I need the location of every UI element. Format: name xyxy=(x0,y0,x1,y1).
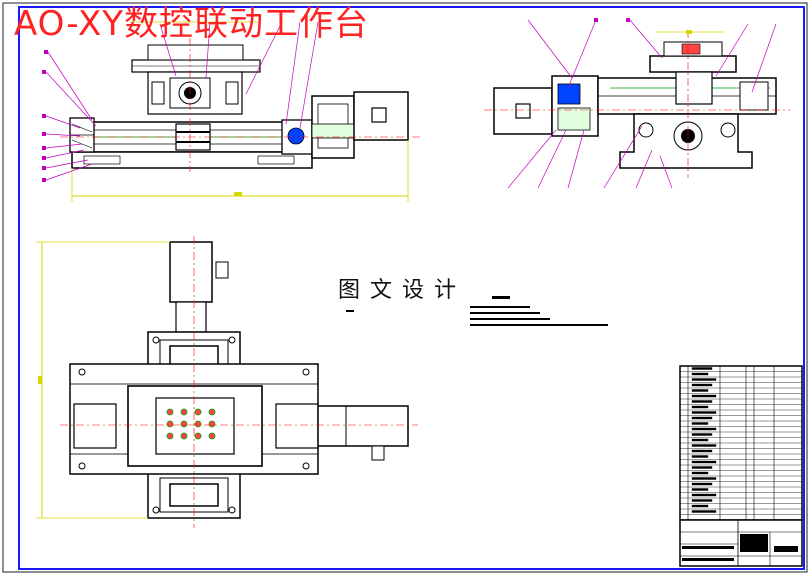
bom-cell-text xyxy=(691,400,713,403)
bom-cell-text xyxy=(691,416,713,420)
bom-cell-text xyxy=(691,405,709,409)
bom-cell-text xyxy=(691,488,709,491)
front-section-view xyxy=(42,21,420,202)
bom-cell-text xyxy=(691,389,709,392)
bom-cell-text xyxy=(691,367,713,370)
title-block xyxy=(679,519,803,567)
mounting-hole-grid xyxy=(166,408,216,440)
bom-cell-text xyxy=(691,482,713,486)
bom-cell-text xyxy=(691,444,717,447)
bom-cell-text xyxy=(691,449,713,453)
bom-cell-text xyxy=(691,422,709,425)
bom-cell-text xyxy=(691,394,717,398)
bom-cell-text xyxy=(691,427,717,431)
plan-view xyxy=(36,236,418,528)
bom-cell-text xyxy=(691,455,709,458)
technical-notes xyxy=(346,296,608,326)
side-section-view xyxy=(484,18,790,189)
bom-cell-text xyxy=(691,433,713,436)
bom-cell-text xyxy=(691,466,713,469)
bom-cell-text xyxy=(691,477,717,480)
parts-list-table xyxy=(679,365,803,521)
drawing-title: AO-XY数控联动工作台 xyxy=(14,4,370,44)
design-label: 图文设计 xyxy=(338,278,467,303)
bom-cell-text xyxy=(691,383,713,387)
bom-cell-text xyxy=(691,510,717,513)
bom-cell-text xyxy=(691,372,709,376)
bom-cell-text xyxy=(691,460,717,464)
bom-cell-text xyxy=(691,504,709,508)
bom-cell-text xyxy=(691,411,717,414)
bom-cell-text xyxy=(691,378,717,381)
bom-cell-text xyxy=(691,493,717,497)
drawing-frame xyxy=(18,6,805,570)
bom-cell-text xyxy=(691,499,713,502)
bom-cell-text xyxy=(691,471,709,475)
bom-cell-text xyxy=(691,438,709,442)
